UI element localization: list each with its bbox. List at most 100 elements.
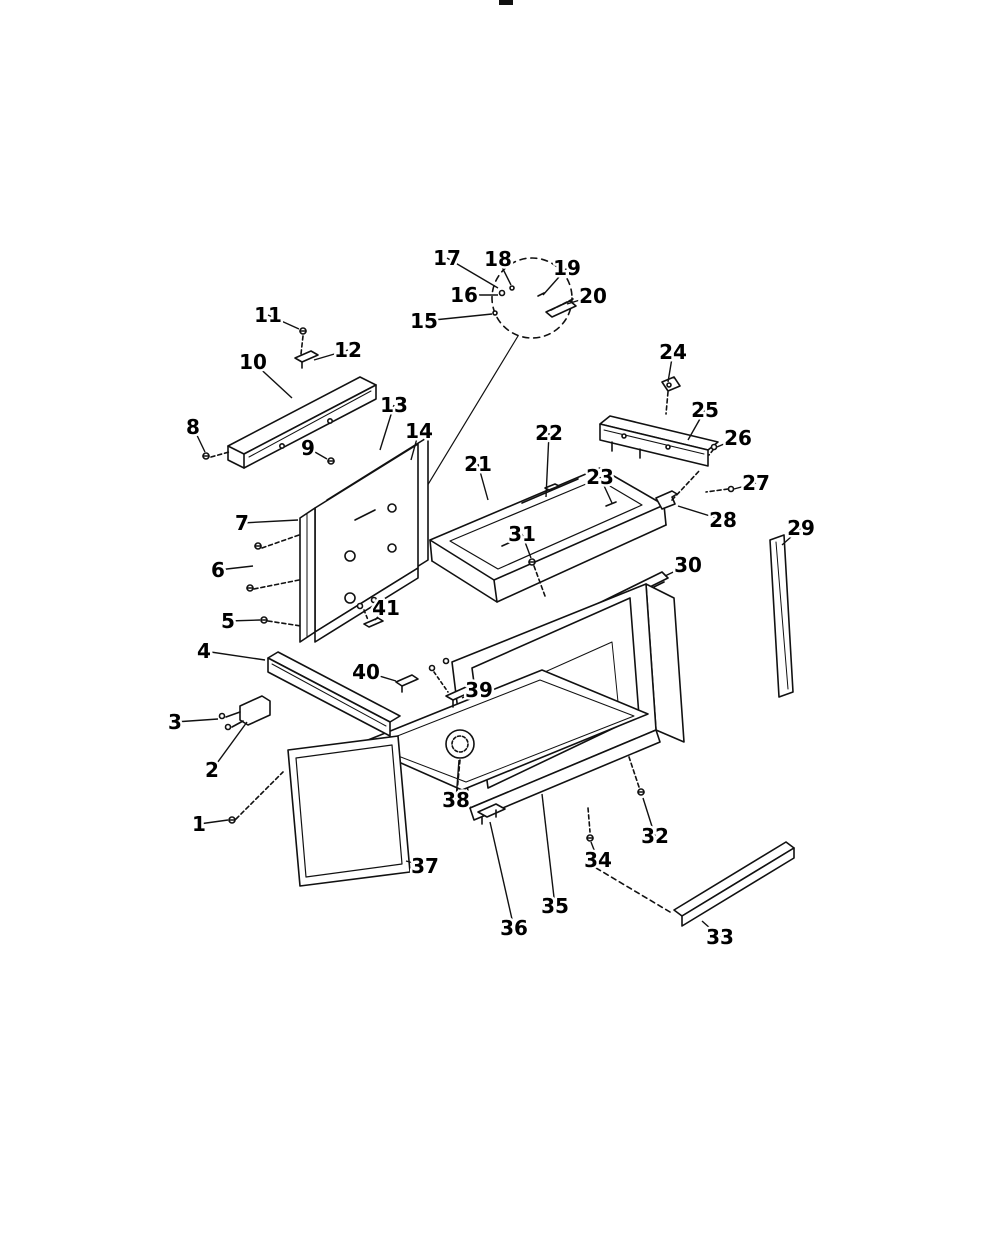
part-label-37: 37 <box>411 854 439 878</box>
part-label-18: 18 <box>484 247 512 271</box>
part-label-5: 5 <box>221 609 235 633</box>
leader-line-31 <box>521 533 532 559</box>
part-label-38: 38 <box>442 788 470 812</box>
leader-line-38 <box>455 759 460 801</box>
leader-line-41 <box>374 607 387 621</box>
part-label-12: 12 <box>334 338 362 362</box>
screw-27 <box>705 485 735 493</box>
part-label-22: 22 <box>535 421 563 445</box>
part-label-23: 23 <box>586 465 614 489</box>
part-label-39: 39 <box>465 678 493 702</box>
bracket-39 <box>428 657 474 708</box>
bracket-28 <box>655 469 701 510</box>
part-label-8: 8 <box>186 415 200 439</box>
screw-5 <box>260 616 302 627</box>
part-label-35: 35 <box>541 894 569 918</box>
part-label-29: 29 <box>787 516 815 540</box>
screw-11 <box>299 327 307 355</box>
part-label-40: 40 <box>352 660 380 684</box>
part-label-36: 36 <box>500 916 528 940</box>
part-label-27: 27 <box>742 471 770 495</box>
part-label-9: 9 <box>301 436 315 460</box>
page-artifact-mark <box>499 0 513 5</box>
leader-line-19 <box>542 267 568 296</box>
leader-line-14 <box>410 430 420 461</box>
part-label-13: 13 <box>380 393 408 417</box>
part-label-19: 19 <box>553 256 581 280</box>
leader-line-10 <box>252 361 293 399</box>
leader-line-17 <box>446 257 499 289</box>
hinge-detail-circle <box>357 257 577 601</box>
part-label-15: 15 <box>410 309 438 333</box>
screw-8 <box>202 451 230 460</box>
leader-line-39 <box>461 689 480 699</box>
leader-line-12 <box>313 349 349 361</box>
leader-line-35 <box>541 793 556 907</box>
leader-line-29 <box>781 527 802 546</box>
leader-line-33 <box>701 920 721 938</box>
leader-line-5 <box>227 619 261 622</box>
leader-line-34 <box>590 841 599 861</box>
part-label-26: 26 <box>724 426 752 450</box>
leader-line-18 <box>497 258 512 286</box>
leader-line-7 <box>241 519 299 524</box>
leader-line-36 <box>489 821 515 929</box>
leader-line-9 <box>307 447 328 460</box>
part-label-34: 34 <box>584 848 612 872</box>
base-pan <box>357 669 649 793</box>
bracket-24 <box>661 376 681 415</box>
leader-line-30 <box>664 564 689 577</box>
bracket-2-plate <box>218 695 271 731</box>
bracket-36 <box>477 803 506 825</box>
leader-line-22 <box>545 432 550 498</box>
part-label-6: 6 <box>211 558 225 582</box>
bracket-41 <box>356 596 384 628</box>
leader-line-2 <box>211 721 248 771</box>
leader-line-37 <box>405 860 426 867</box>
leader-line-27 <box>733 482 757 490</box>
bracket-12 <box>294 350 319 369</box>
part-label-7: 7 <box>235 511 249 535</box>
leader-line-21 <box>477 463 489 501</box>
leader-line-8 <box>192 426 206 453</box>
side-panel-assembly <box>299 436 429 643</box>
part-label-11: 11 <box>254 303 282 327</box>
bracket-40 <box>395 674 419 693</box>
right-rail <box>599 415 719 467</box>
leader-line-23 <box>599 476 613 504</box>
part-label-3: 3 <box>168 710 182 734</box>
part-label-14: 14 <box>405 419 433 443</box>
leader-line-11 <box>267 314 300 330</box>
part-label-41: 41 <box>372 596 400 620</box>
oven-top-tray <box>429 467 667 603</box>
part-label-33: 33 <box>706 925 734 949</box>
bottom-right-rail <box>585 841 795 927</box>
left-front-rail <box>267 651 401 737</box>
screw-26 <box>708 443 718 456</box>
leader-line-15 <box>423 313 493 322</box>
leader-line-6 <box>217 565 254 571</box>
leader-line-26 <box>716 437 739 448</box>
part-label-24: 24 <box>659 340 687 364</box>
screw-9 <box>327 457 335 465</box>
leader-line-20 <box>566 295 594 305</box>
part-label-16: 16 <box>450 283 478 307</box>
screw-1 <box>228 771 284 824</box>
leader-line-40 <box>365 671 397 682</box>
leader-line-24 <box>667 351 674 383</box>
part-label-1: 1 <box>192 812 206 836</box>
leader-line-1 <box>198 819 229 825</box>
right-side-strip <box>769 534 794 698</box>
part-label-32: 32 <box>641 824 669 848</box>
part-label-17: 17 <box>433 246 461 270</box>
part-label-21: 21 <box>464 452 492 476</box>
leader-line-13 <box>379 404 395 451</box>
screws-6 <box>246 534 300 592</box>
front-door-panel <box>287 735 411 887</box>
top-left-rail <box>227 376 377 469</box>
leader-line-3 <box>174 718 219 723</box>
part-label-25: 25 <box>691 398 719 422</box>
